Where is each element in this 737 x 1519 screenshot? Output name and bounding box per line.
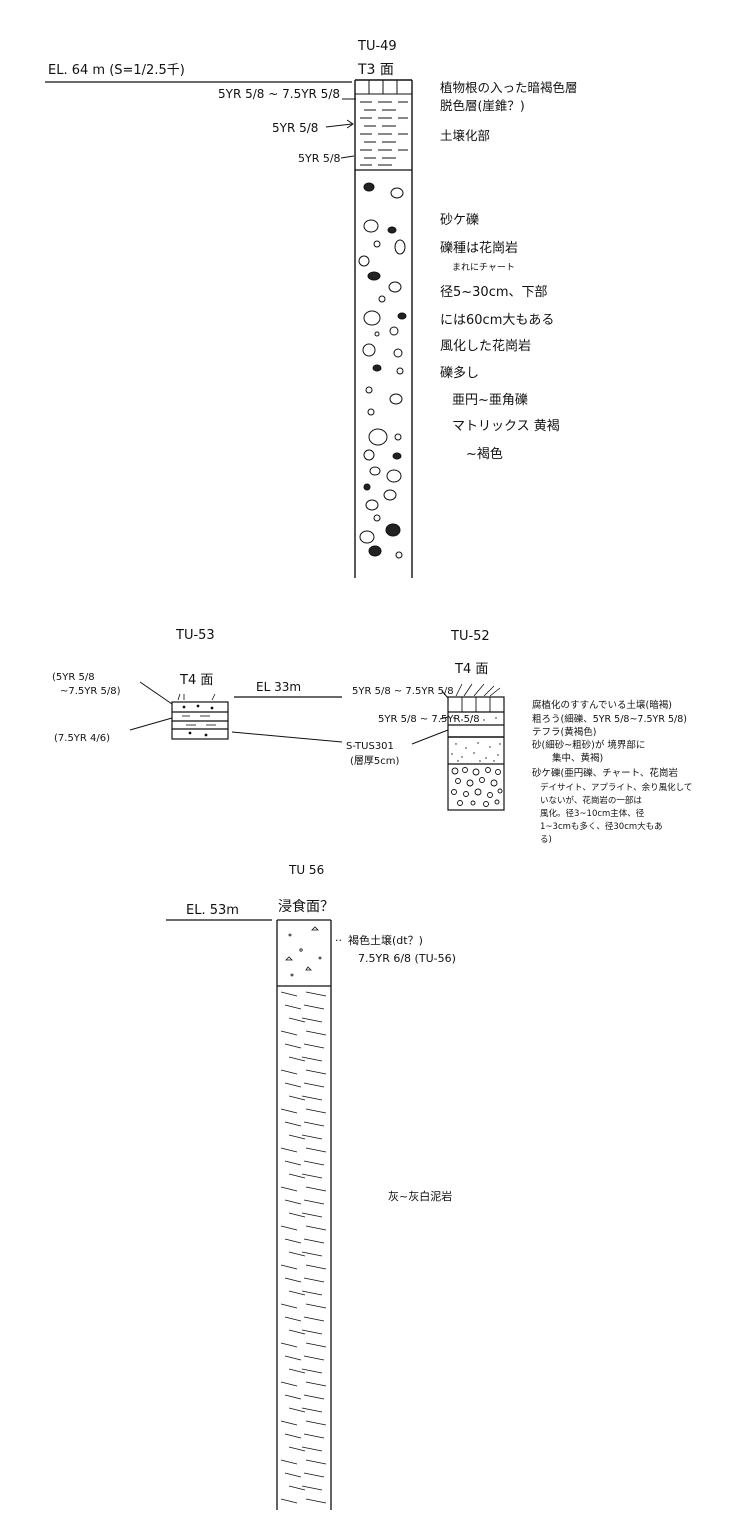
tu49-clay-layer (355, 101, 412, 171)
middle-color-pointer-2 (439, 716, 449, 720)
tu49-gravel-desc-4: 径5~30cm、下部 (440, 285, 548, 300)
tu49-gravel-desc-10: ~褐色 (466, 446, 503, 462)
tu49-topsoil-layer (355, 80, 412, 95)
middle-color-pointer-1 (441, 690, 449, 699)
tu49-color-arrow-3 (340, 155, 355, 159)
tu49-surface-label: T3 面 (357, 62, 394, 78)
middle-tephra-pointer (411, 729, 449, 745)
tu49-gravel-desc-9: マトリックス 黄褐 (452, 419, 560, 434)
tu49-gravel-desc-1: 砂ケ礫 (440, 212, 479, 228)
tu56-desc-2: 7.5YR 6/8 (TU-56) (358, 952, 456, 965)
tu52-desc-11: る) (540, 835, 552, 845)
tu56-title: TU 56 (288, 863, 324, 877)
middle-color-label-2: 5YR 5/8 ~ 7.5YR 5/8 (378, 714, 480, 725)
tu49-title: TU-49 (357, 39, 397, 54)
tu53-color-label-2: (7.5YR 4/6) (54, 733, 110, 744)
tu56-column (276, 919, 332, 1510)
tu52-column (447, 683, 505, 811)
tu53-color-pointer-1 (139, 681, 173, 705)
tu49-elevation-label: EL. 64 m (S=1/2.5千) (48, 63, 185, 78)
tu49-color-label-2: 5YR 5/8 (272, 121, 318, 135)
middle-elevation-label: EL 33m (256, 680, 301, 694)
middle-tephra-note: (層厚5cm) (350, 755, 400, 767)
tu52-desc-7: デイサイト、アプライト、余り風化して (540, 782, 692, 793)
tu49-color-label-1: 5YR 5/8 ~ 7.5YR 5/8 (218, 87, 340, 101)
middle-tephra-label: S-TUS301 (346, 741, 394, 752)
tu52-desc-5: 集中、黄褐) (552, 752, 603, 764)
tu53-title: TU-53 (175, 628, 215, 643)
tu52-desc-3: テフラ(黄褐色) (532, 726, 596, 738)
tu52-desc-1: 腐植化のすすんでいる土壌(暗褐) (532, 699, 672, 711)
tu52-desc-8: いないが、花崗岩の一部は (540, 795, 642, 806)
tu49-color-label-3: 5YR 5/8 (298, 152, 341, 165)
tu49-gravel-desc-5: には60cm大もある (440, 313, 554, 328)
tu49-desc-2: 脱色層(崖錐？) (440, 98, 525, 113)
tu52-desc-10: 1~3cmも多く、径30cm大もあ (540, 821, 663, 832)
tu52-title: TU-52 (450, 629, 490, 644)
correlation-annotations: EL 33m 5YR 5/8 ~ 7.5YR 5/8 5YR 5/8 ~ 7.5… (231, 680, 480, 767)
tu52-surface-label: T4 面 (454, 662, 488, 677)
tu56-soil-layer (285, 926, 322, 977)
column-tu49: TU-49 EL. 64 m (S=1/2.5千) T3 面 (45, 39, 578, 578)
tu53-color-label-1b: ~7.5YR 5/8) (60, 686, 121, 697)
tu49-desc-1: 植物根の入った暗褐色層 (440, 80, 578, 95)
tu53-color-label-1a: (5YR 5/8 (52, 672, 95, 683)
tu52-gravel-layer (451, 767, 503, 807)
tu56-dotted-leader: ·· (335, 934, 342, 947)
tu52-descriptions: 腐植化のすすんでいる土壌(暗褐) 粗ろう(細礫、5YR 5/8~7.5YR 5/… (532, 699, 692, 845)
tu49-gravel-desc-6: 風化した花崗岩 (440, 338, 531, 354)
tu52-desc-6: 砂ケ礫(亜円礫、チャート、花崗岩 (532, 767, 678, 779)
tu49-color-arrowhead-2 (346, 119, 354, 129)
middle-tephra-line (231, 731, 343, 743)
tu52-desc-2: 粗ろう(細礫、5YR 5/8~7.5YR 5/8) (532, 713, 687, 725)
column-tu52: TU-52 T4 面 (447, 629, 692, 845)
tu53-column (171, 693, 229, 740)
tu56-rock-label: 灰~灰白泥岩 (388, 1189, 452, 1203)
tu49-color-arrow-2 (325, 123, 353, 128)
column-tu53: TU-53 T4 面 (5YR 5/8 ~7.5YR 5/8) (7.5YR 4… (52, 628, 229, 744)
tu53-surface-label: T4 面 (179, 673, 213, 688)
middle-color-label-1: 5YR 5/8 ~ 7.5YR 5/8 (352, 686, 454, 697)
tu49-gravel-desc-7: 礫多し (440, 365, 479, 381)
tu56-desc-1: 褐色土壌(dt？) (348, 933, 423, 947)
tu53-color-pointer-2 (129, 717, 173, 731)
column-tu56: TU 56 EL. 53m 浸食面？ 褐色土壌(dt？) 7.5YR 6/8 (… (166, 863, 456, 1510)
tu52-sand-layer (451, 716, 501, 762)
tu49-gravel-desc-2: 礫種は花崗岩 (440, 240, 518, 256)
tu49-gravel-layer (358, 182, 407, 559)
tu56-mudstone-hatch (280, 991, 327, 1504)
tu49-gravel-desc-3: まれにチャート (452, 262, 515, 273)
tu49-desc-3: 土壌化部 (440, 128, 490, 143)
tu52-desc-9: 風化。径3~10cm主体、径 (540, 808, 645, 819)
tu56-elevation-label: EL. 53m (186, 903, 239, 918)
tu52-desc-4: 砂(細砂~粗砂)が 境界部に (532, 739, 645, 751)
tu56-surface-label: 浸食面？ (278, 898, 334, 915)
tu49-gravel-desc-8: 亜円~亜角礫 (452, 392, 528, 408)
